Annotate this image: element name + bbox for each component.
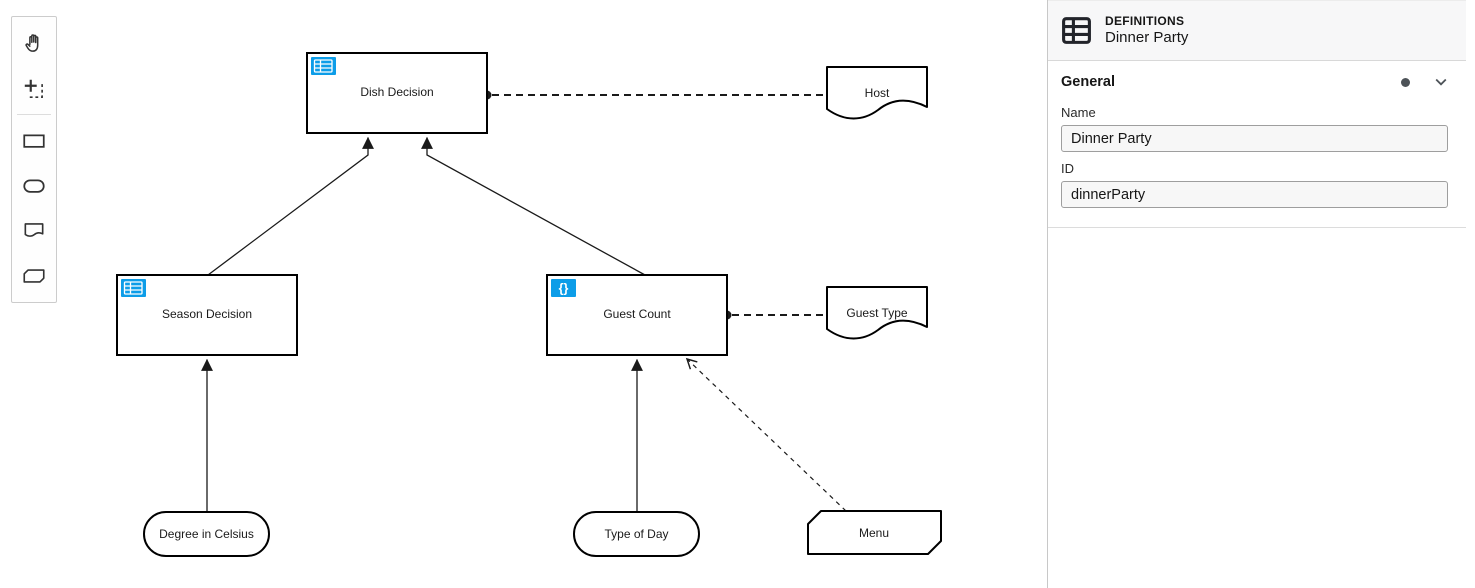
decision-table-badge-icon[interactable] xyxy=(121,279,146,297)
decision-label: Dish Decision xyxy=(360,85,433,99)
literal-expression-badge-icon[interactable]: {} xyxy=(551,279,576,297)
id-input[interactable] xyxy=(1061,181,1448,208)
drd-canvas[interactable]: Dish Decision Season Decision {} Guest C… xyxy=(0,0,1047,588)
hand-tool-icon xyxy=(25,33,39,52)
definitions-table-icon xyxy=(1062,17,1091,44)
group-data-marker xyxy=(1401,77,1410,87)
decision-label: Season Decision xyxy=(162,307,252,321)
lasso-tool-icon xyxy=(24,79,43,98)
information-requirement-edge-guestcount-to-dish[interactable] xyxy=(421,136,646,276)
create-knowledge-source-button[interactable] xyxy=(12,208,56,253)
decision-table-badge-icon[interactable] xyxy=(311,57,336,75)
input-data-type-of-day[interactable]: Type of Day xyxy=(573,511,700,557)
general-group: General Name ID xyxy=(1048,61,1466,228)
create-business-knowledge-model-button[interactable] xyxy=(12,253,56,298)
decision-shape-icon xyxy=(23,134,45,148)
decision-label: Guest Count xyxy=(603,307,671,321)
element-name: Dinner Party xyxy=(1105,28,1189,46)
name-field-label: Name xyxy=(1061,105,1096,120)
decision-dish-decision[interactable]: Dish Decision xyxy=(306,52,488,134)
panel-header: DEFINITIONS Dinner Party xyxy=(1048,0,1466,61)
decision-guest-count[interactable]: {} Guest Count xyxy=(546,274,728,356)
properties-panel: DEFINITIONS Dinner Party General Name ID xyxy=(1047,0,1475,588)
knowledge-requirement-edge-menu-to-guestcount[interactable] xyxy=(685,357,847,512)
decision-season-decision[interactable]: Season Decision xyxy=(116,274,298,356)
hand-tool-button[interactable] xyxy=(12,21,56,66)
panel-scrollbar-track[interactable] xyxy=(1466,0,1475,588)
input-data-label: Type of Day xyxy=(604,527,668,541)
authority-requirement-edge-guesttype-to-guestcount[interactable] xyxy=(722,310,828,320)
name-input[interactable] xyxy=(1061,125,1448,152)
business-knowledge-model-label: Menu xyxy=(859,526,889,540)
business-knowledge-model-shape-icon xyxy=(23,268,45,283)
input-data-degree-in-celsius[interactable]: Degree in Celsius xyxy=(143,511,270,557)
create-input-data-button[interactable] xyxy=(12,163,56,208)
authority-requirement-edge-host-to-dish[interactable] xyxy=(482,90,828,100)
general-group-header[interactable]: General xyxy=(1048,61,1466,96)
literal-expression-glyph: {} xyxy=(559,282,569,296)
group-title: General xyxy=(1061,74,1115,90)
knowledge-source-host[interactable]: Host xyxy=(826,66,928,120)
lasso-tool-button[interactable] xyxy=(12,66,56,111)
input-data-shape-icon xyxy=(23,179,45,193)
palette-separator xyxy=(17,114,51,115)
knowledge-source-guest-type[interactable]: Guest Type xyxy=(826,286,928,340)
knowledge-source-label: Guest Type xyxy=(846,306,907,320)
create-decision-button[interactable] xyxy=(12,118,56,163)
business-knowledge-model-menu[interactable]: Menu xyxy=(807,510,942,555)
input-data-label: Degree in Celsius xyxy=(159,527,254,541)
knowledge-source-shape-icon xyxy=(24,222,44,237)
chevron-down-icon[interactable] xyxy=(1433,74,1449,90)
id-field-label: ID xyxy=(1061,161,1074,176)
tool-palette xyxy=(11,16,57,303)
element-type-label: DEFINITIONS xyxy=(1105,13,1185,28)
information-requirement-edge-season-to-dish[interactable] xyxy=(207,136,374,276)
knowledge-source-label: Host xyxy=(865,86,890,100)
